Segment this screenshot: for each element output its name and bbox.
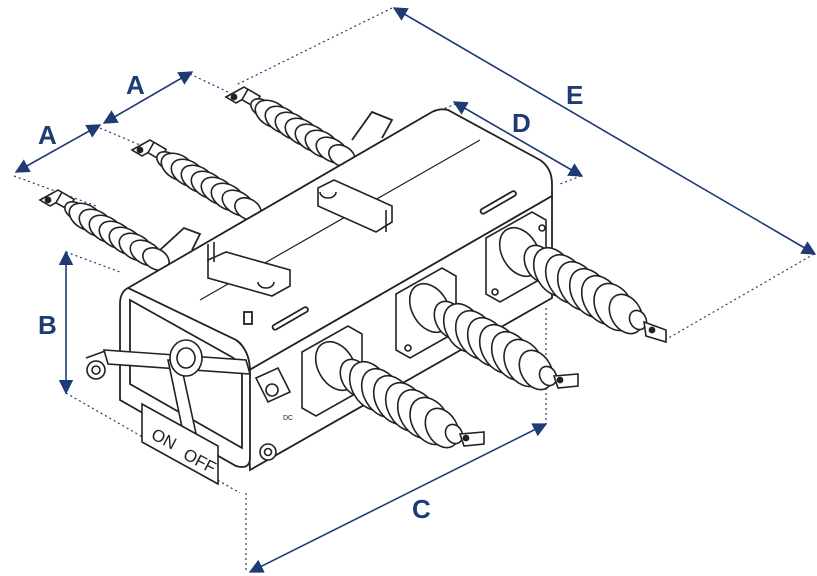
bushing-rear-1 bbox=[224, 86, 356, 168]
dimension-labels: A A B C D E bbox=[38, 70, 583, 524]
bushing-front-3 bbox=[485, 211, 667, 344]
dc-label: DC bbox=[283, 415, 293, 422]
bushing-front-2 bbox=[395, 267, 579, 391]
bushing-front-1 bbox=[301, 325, 485, 449]
front-bushings bbox=[301, 211, 667, 449]
dim-e-line bbox=[392, 7, 817, 255]
dim-label-c: C bbox=[412, 494, 431, 524]
mounting-brackets bbox=[207, 179, 393, 297]
body-end-face bbox=[119, 286, 251, 468]
dim-label-a-lower: A bbox=[38, 120, 57, 150]
dim-label-e: E bbox=[566, 80, 583, 110]
operating-mechanism bbox=[85, 339, 292, 486]
dim-a-lower-line bbox=[14, 124, 102, 173]
on-off-panel bbox=[141, 402, 219, 486]
bracket-left bbox=[207, 251, 291, 297]
rear-bushings bbox=[38, 86, 356, 271]
dim-label-b: B bbox=[38, 310, 57, 340]
dim-a-upper-line bbox=[102, 71, 194, 124]
dim-label-d: D bbox=[512, 108, 531, 138]
dim-label-a-upper: A bbox=[126, 70, 145, 100]
bushing-rear-3 bbox=[38, 189, 170, 271]
dimension-lines bbox=[14, 7, 817, 573]
bushing-rear-2 bbox=[130, 139, 262, 221]
dim-c-line bbox=[248, 423, 548, 573]
